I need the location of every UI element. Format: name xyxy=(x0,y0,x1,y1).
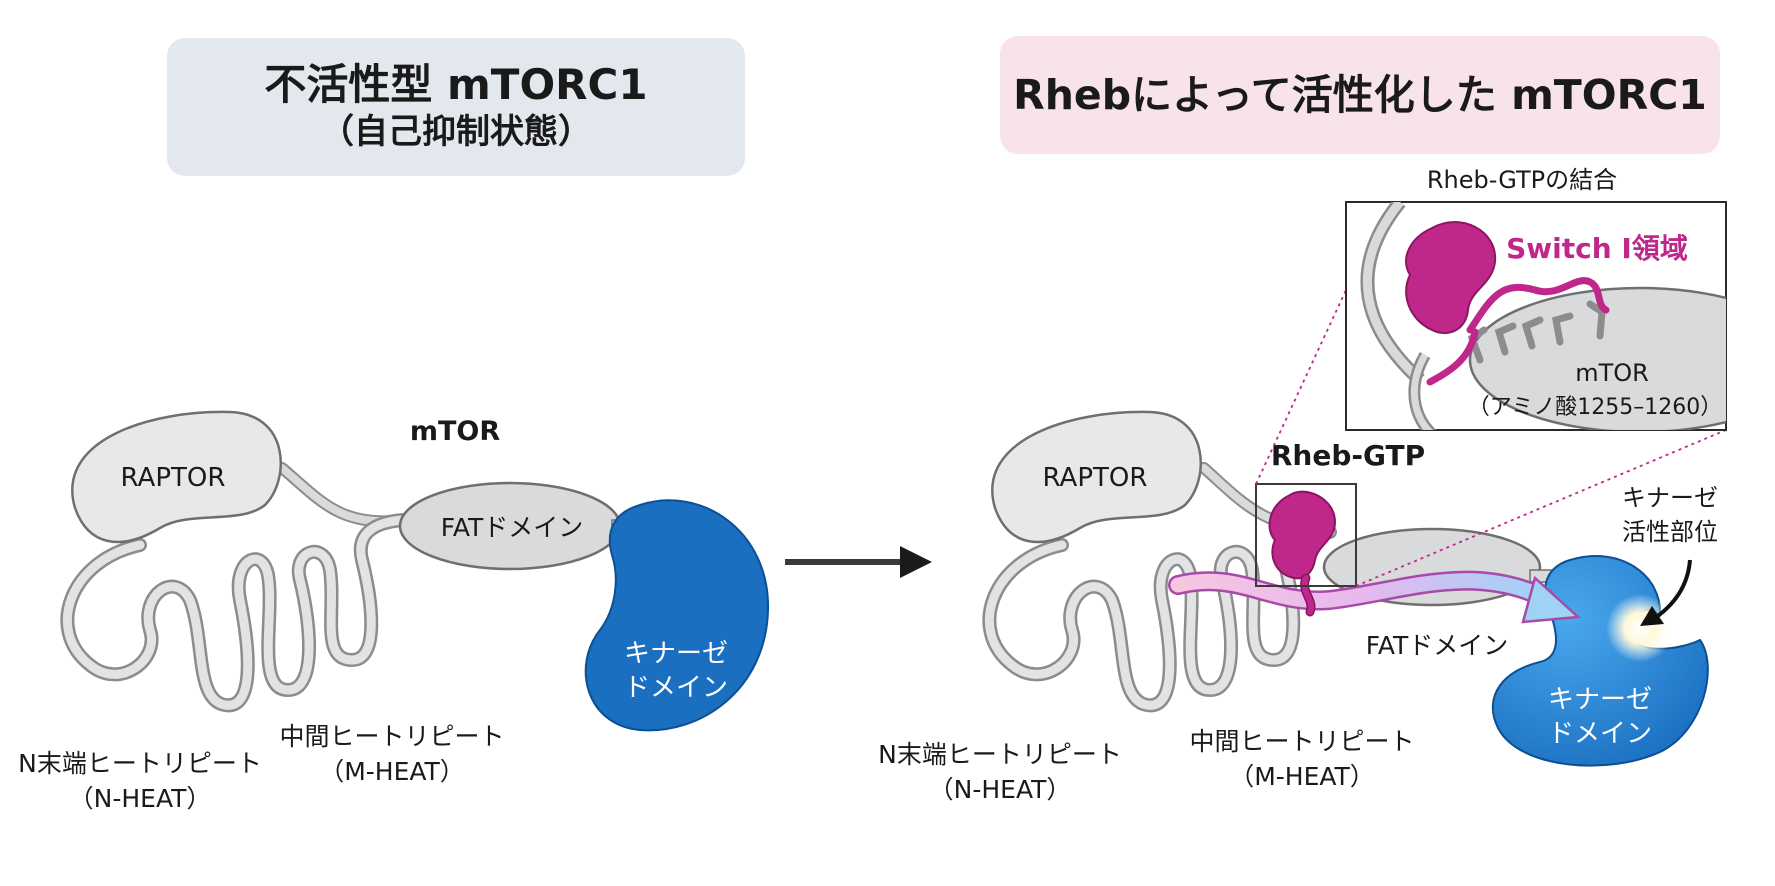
active-site-label-line2: 活性部位 xyxy=(1622,518,1718,546)
nheat-label-line1-active: N末端ヒートリピート xyxy=(878,740,1122,769)
mheat-label-line2: （M-HEAT） xyxy=(319,757,465,786)
inset-caption: Rheb-GTPの結合 xyxy=(1427,166,1617,194)
fat-label: FATドメイン xyxy=(441,513,584,542)
inactive-title-box: 不活性型 mTORC1 （自己抑制状態） xyxy=(167,38,745,176)
active-title-box: Rhebによって活性化した mTORC1 xyxy=(1000,36,1720,154)
raptor-domain xyxy=(71,410,283,544)
nheat-label-line2: （N-HEAT） xyxy=(69,784,212,813)
kinase-active-label-line1: キナーゼ xyxy=(1548,685,1652,715)
fat-label-active: FATドメイン xyxy=(1366,631,1509,660)
mheat-label-line2-active: （M-HEAT） xyxy=(1229,762,1375,791)
raptor-label-active: RAPTOR xyxy=(1043,463,1148,493)
active-title: Rhebによって活性化した mTORC1 xyxy=(1013,71,1707,119)
inactive-subtitle: （自己抑制状態） xyxy=(320,112,592,152)
mheat-label-line1-active: 中間ヒートリピート xyxy=(1189,727,1414,756)
rheb-zoom-box xyxy=(1255,483,1357,587)
inset-residues-label: （アミノ酸1255–1260） xyxy=(1468,395,1723,420)
nheat-label-line1: N末端ヒートリピート xyxy=(18,749,262,778)
switch-region-label: Switch I領域 xyxy=(1506,232,1688,265)
kinase-label-line1: キナーゼ xyxy=(624,639,728,669)
active-site-glow xyxy=(1606,594,1674,662)
raptor-label: RAPTOR xyxy=(121,463,226,493)
kinase-domain xyxy=(584,499,770,732)
inactive-panel: RAPTOR FATドメイン mTOR キナーゼ ドメイン N末端ヒートリピート… xyxy=(18,410,770,813)
inset-rheb-body xyxy=(1405,221,1497,335)
active-panel: RAPTOR FATドメイン キナーゼ ドメイン Rheb-GTP キナーゼ 活… xyxy=(878,166,1727,804)
inset-mtor-label: mTOR xyxy=(1575,359,1649,387)
rheb-gtp-label: Rheb-GTP xyxy=(1271,439,1425,472)
raptor-domain-active xyxy=(991,410,1203,544)
inactive-title: 不活性型 mTORC1 xyxy=(264,60,648,109)
kinase-active-label-line2: ドメイン xyxy=(1548,719,1652,749)
kinase-label-line2: ドメイン xyxy=(624,673,728,703)
nheat-label-line2-active: （N-HEAT） xyxy=(929,775,1072,804)
mheat-label-line1: 中間ヒートリピート xyxy=(279,722,504,751)
rheb-gtp xyxy=(1268,490,1337,580)
active-site-label-line1: キナーゼ xyxy=(1622,484,1718,512)
inset-panel: Switch I領域 mTOR （アミノ酸1255–1260） xyxy=(1345,201,1727,431)
mtor-label: mTOR xyxy=(410,416,501,447)
transition-arrow xyxy=(785,546,932,578)
